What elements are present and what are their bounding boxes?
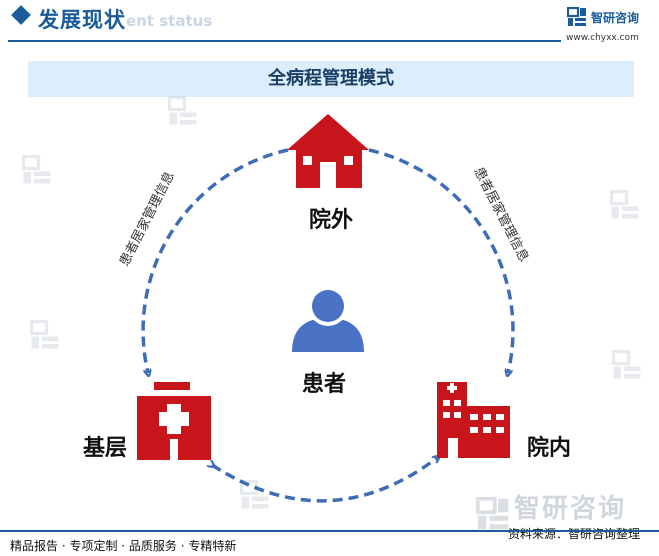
footer-divider [0, 530, 659, 532]
node-label-patient: 患者 [302, 372, 347, 397]
arc-label-left: 患者居家管理信息 [116, 169, 177, 269]
brand-name: 智研咨询 [591, 11, 640, 25]
diagram-title-banner: 全病程管理模式 [28, 61, 634, 97]
node-label-primary-care: 基层 [83, 436, 128, 461]
footer-slogan: 精品报告 · 专项定制 · 品质服务 · 专精特新 [10, 539, 237, 553]
source-note: 资料来源：智研咨询整理 [508, 527, 641, 541]
watermark-logo-icon [610, 190, 639, 219]
house-icon [287, 114, 369, 188]
patient-person-icon [292, 286, 364, 352]
arc-bottom-left-right [212, 458, 437, 503]
node-label-outside-hospital: 院外 [309, 208, 354, 233]
clinic-icon [137, 382, 211, 460]
header-divider [8, 40, 561, 42]
watermark-logo-icon [30, 320, 59, 349]
footer-watermark-text: 智研咨询 [514, 494, 627, 524]
hospital-icon [437, 382, 510, 458]
watermark-logo-icon [612, 350, 641, 379]
brand-logo-icon [567, 7, 586, 26]
arc-label-right: 患者居家管理信息 [470, 165, 531, 265]
watermark-logo-icon [168, 96, 197, 125]
brand-url: www.chyxx.com [566, 33, 639, 43]
arc-top-to-right [368, 148, 515, 373]
diagram-title: 全病程管理模式 [268, 68, 394, 89]
page-title: 发展现状 [38, 8, 126, 32]
footer-watermark-logo-icon [476, 497, 509, 530]
node-label-inpatient: 院内 [527, 436, 572, 461]
header-ghost-subtitle: ent status [126, 12, 213, 30]
arc-top-to-left [141, 148, 289, 373]
watermark-logo-icon [22, 155, 51, 184]
